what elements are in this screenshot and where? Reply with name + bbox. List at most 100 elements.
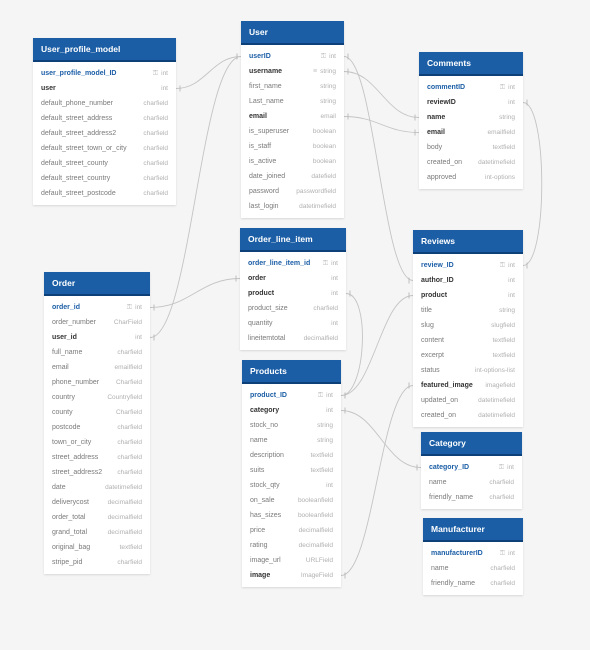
field-type: imagefield: [485, 378, 515, 393]
field-row[interactable]: commentID⚿int: [419, 80, 523, 95]
field-row[interactable]: username≡string: [241, 64, 344, 79]
table-title: Reviews: [413, 230, 523, 254]
field-row[interactable]: review_ID⚿int: [413, 258, 523, 273]
field-type-label: string: [320, 68, 336, 75]
key-icon: ⚿: [499, 84, 506, 91]
field-row[interactable]: userID⚿int: [241, 49, 344, 64]
field-row[interactable]: product_ID⚿int: [242, 388, 341, 403]
field-type-label: int: [161, 70, 168, 77]
field-row[interactable]: manufacturerID⚿int: [423, 546, 523, 561]
field-row[interactable]: order_id⚿int: [44, 300, 150, 315]
field-row[interactable]: user_profile_model_ID⚿int: [33, 66, 176, 81]
field-row[interactable]: category_ID⚿int: [421, 460, 522, 475]
field-type: decimalfield: [304, 331, 338, 346]
field-row[interactable]: order_line_item_id⚿int: [240, 256, 346, 271]
unique-icon: ≡: [313, 68, 318, 75]
field-name: full_name: [52, 349, 83, 356]
key-icon: ⚿: [322, 260, 329, 267]
field-name: deliverycost: [52, 499, 89, 506]
